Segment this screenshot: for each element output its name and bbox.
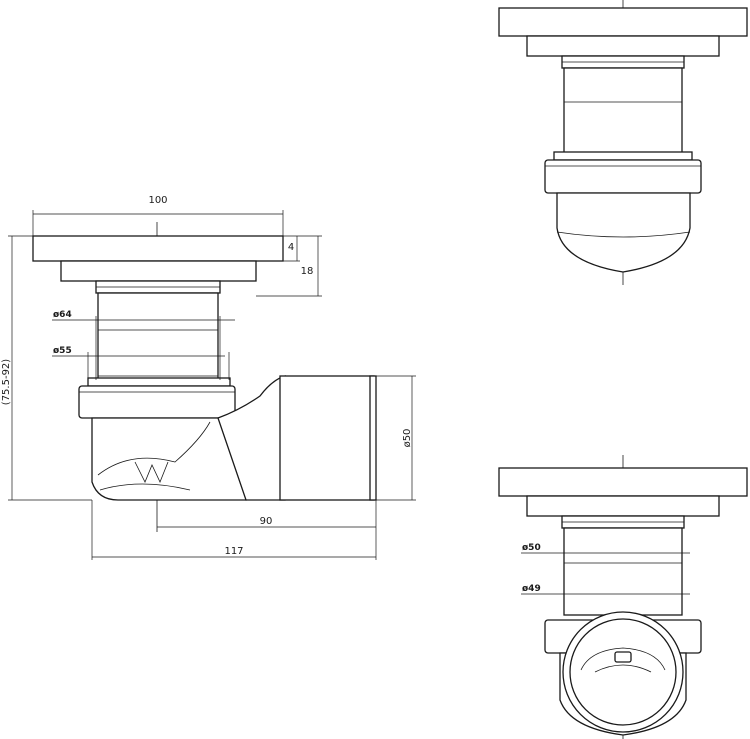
dim-flange-to-step: 18 <box>301 266 314 277</box>
dim-flange-thickness: 4 <box>288 242 294 253</box>
front-ring <box>553 151 693 161</box>
side-outlet-pipe <box>279 375 375 501</box>
bottom-body-tube <box>563 527 683 616</box>
side-view: 100 4 18 ø64 ø55 (75.5-92) ø50 <box>1 195 416 560</box>
front-flange <box>498 7 748 37</box>
dim-center-to-outlet: 90 <box>260 516 273 527</box>
side-nut <box>78 385 236 419</box>
front-trap-bowl <box>556 192 691 273</box>
front-body-tube <box>563 67 683 156</box>
dim-bottom-diameter-49: ø49 <box>522 584 541 594</box>
dim-bottom-diameter-50: ø50 <box>522 543 541 553</box>
bottom-view: ø50 ø49 <box>498 455 748 739</box>
side-outlet-rim <box>369 375 377 501</box>
bottom-outlet-lug <box>614 651 632 663</box>
bottom-flange-step <box>526 495 720 517</box>
bottom-outlet-inner <box>569 618 677 726</box>
side-body-tube <box>97 292 219 384</box>
dim-outlet-diameter: ø50 <box>402 429 413 448</box>
side-flange-step <box>60 260 257 282</box>
side-ring <box>87 377 231 387</box>
dim-inner-diameter-64: ø64 <box>53 310 72 320</box>
dim-overall-width: 100 <box>148 195 167 206</box>
dim-overall-length: 117 <box>224 546 243 557</box>
front-flange-step <box>526 35 720 57</box>
front-view <box>498 0 748 285</box>
side-flange <box>32 235 284 262</box>
dim-height-range: (75.5-92) <box>1 359 12 406</box>
dim-inner-diameter-55: ø55 <box>53 346 72 356</box>
front-nut <box>544 159 702 194</box>
bottom-flange <box>498 467 748 497</box>
